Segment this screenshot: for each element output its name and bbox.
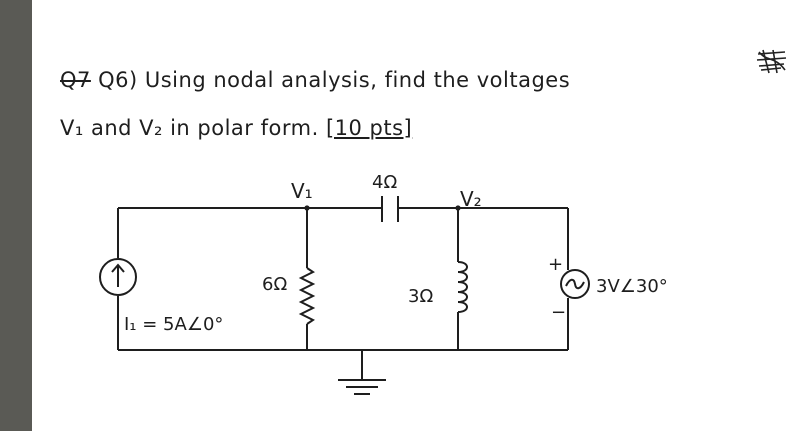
minus-sign: − bbox=[551, 302, 566, 323]
node-v1-label: V₁ bbox=[291, 179, 313, 203]
page-left-edge bbox=[0, 0, 32, 431]
resistor-label: 6Ω bbox=[262, 274, 287, 295]
voltage-source bbox=[560, 269, 590, 299]
plus-sign: + bbox=[548, 254, 563, 275]
node-v2-dot bbox=[455, 205, 461, 211]
current-source-label: I₁ = 5A∠0° bbox=[124, 314, 223, 335]
current-source bbox=[99, 258, 137, 296]
struck-question-number: Q7 bbox=[60, 68, 91, 92]
node-v1-dot bbox=[304, 205, 310, 211]
question-line-2: V₁ and V₂ in polar form. [10 pts] bbox=[60, 116, 412, 140]
voltage-source-label: 3V∠30° bbox=[596, 276, 668, 297]
capacitor-label: 4Ω bbox=[372, 172, 397, 193]
inductor-3-ohm bbox=[457, 261, 468, 313]
question-number: Q6) bbox=[98, 68, 138, 92]
node-v2-label: V₂ bbox=[460, 187, 482, 211]
question-text-line-1: Using nodal analysis, find the voltages bbox=[144, 68, 571, 92]
current-source-arrow-icon bbox=[111, 263, 125, 273]
question-line-1: Q7 Q6) Using nodal analysis, find the vo… bbox=[60, 68, 570, 92]
scribble-mark bbox=[756, 49, 787, 74]
inductor-label: 3Ω bbox=[408, 286, 433, 307]
question-text-line-2: V₁ and V₂ in polar form. bbox=[60, 116, 319, 140]
ac-tilde-icon bbox=[565, 278, 585, 290]
points-value: [10 pts] bbox=[325, 116, 413, 140]
resistor-6-ohm bbox=[298, 267, 316, 325]
